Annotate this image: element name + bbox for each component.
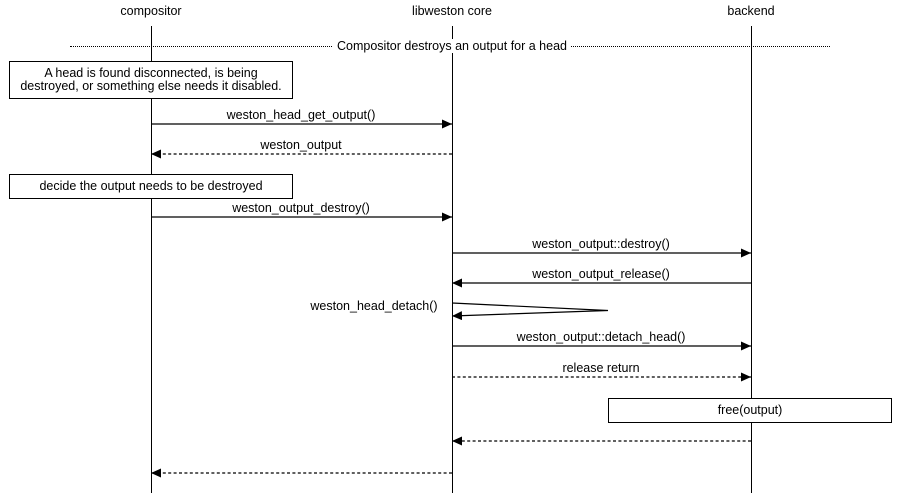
label-weston-output-detach-head: weston_output::detach_head() (513, 330, 689, 344)
note-decide-destroy: decide the output needs to be destroyed (9, 174, 293, 199)
lifeline-libweston-core (452, 26, 453, 493)
lifeline-backend (751, 26, 752, 493)
separator-label: Compositor destroys an output for a head (333, 39, 571, 53)
label-weston-output-return: weston_output (257, 138, 345, 152)
actor-label-backend: backend (727, 4, 775, 18)
actor-label-compositor: compositor (120, 4, 182, 18)
label-weston-output-destroy-cb: weston_output::destroy() (529, 237, 673, 251)
label-weston-head-get-output: weston_head_get_output() (223, 108, 379, 122)
arrow-weston-head-detach-self (451, 302, 609, 321)
note-head-disconnected: A head is found disconnected, is being d… (9, 61, 293, 99)
note-free-output: free(output) (608, 398, 892, 423)
label-release-return: release return (559, 361, 643, 375)
label-weston-output-destroy: weston_output_destroy() (229, 201, 373, 215)
lifeline-compositor (151, 26, 152, 493)
actor-label-libweston-core: libweston core (412, 4, 492, 18)
label-weston-head-detach: weston_head_detach() (307, 299, 441, 313)
label-weston-output-release: weston_output_release() (529, 267, 673, 281)
